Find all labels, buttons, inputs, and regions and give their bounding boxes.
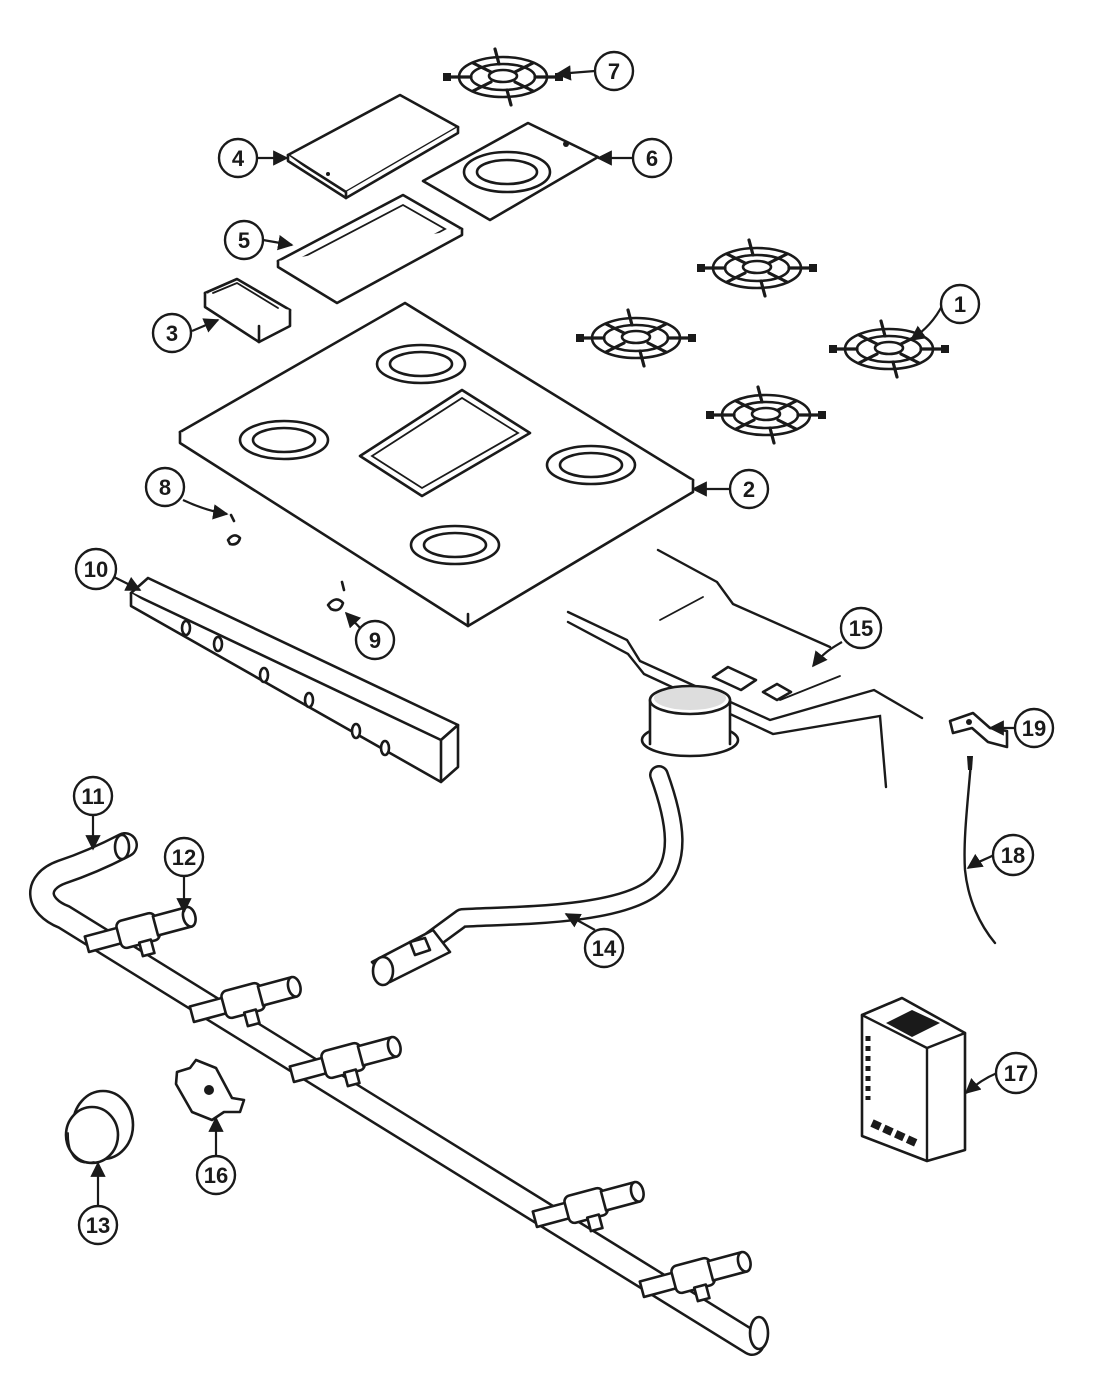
svg-text:14: 14 — [592, 936, 617, 961]
svg-text:19: 19 — [1022, 716, 1046, 741]
callout-12: 12 — [163, 836, 205, 914]
svg-text:2: 2 — [743, 477, 755, 502]
svg-text:1: 1 — [954, 292, 966, 317]
svg-text:12: 12 — [172, 845, 196, 870]
callout-6: 6 — [596, 137, 673, 179]
callout-2: 2 — [691, 468, 770, 510]
callout-7: 7 — [555, 50, 635, 92]
callout-10: 10 — [74, 547, 142, 591]
callout-11: 11 — [72, 775, 114, 851]
part-burner-rail-15 — [566, 548, 924, 789]
callout-15: 15 — [812, 606, 883, 668]
callout-4: 4 — [217, 137, 289, 179]
part-knob-13 — [64, 1089, 135, 1165]
part-wire-18 — [963, 756, 997, 945]
svg-text:10: 10 — [84, 557, 108, 582]
part-clip-8 — [226, 513, 242, 546]
part-valves-12 — [83, 905, 752, 1303]
callout-9: 9 — [344, 611, 396, 661]
callout-14: 14 — [564, 913, 625, 969]
svg-text:6: 6 — [646, 146, 658, 171]
callout-18: 18 — [966, 833, 1035, 877]
callout-8: 8 — [144, 466, 229, 520]
part-grate-7 — [441, 47, 565, 107]
callout-13: 13 — [77, 1161, 119, 1246]
svg-text:3: 3 — [166, 321, 178, 346]
svg-text:4: 4 — [232, 146, 245, 171]
callout-5: 5 — [223, 219, 294, 261]
part-clip-9 — [326, 580, 346, 612]
callout-16: 16 — [195, 1116, 237, 1196]
svg-text:15: 15 — [849, 616, 873, 641]
part-vent-3 — [203, 277, 292, 344]
part-control-panel-10 — [129, 576, 460, 784]
svg-text:16: 16 — [204, 1163, 228, 1188]
part-manifold-11 — [29, 832, 770, 1356]
part-gasket-5 — [276, 193, 464, 305]
svg-text:8: 8 — [159, 475, 171, 500]
svg-text:11: 11 — [81, 784, 104, 809]
part-cooktop-2 — [178, 301, 695, 628]
svg-text:18: 18 — [1001, 843, 1025, 868]
callout-19: 19 — [988, 707, 1055, 749]
part-bracket-19 — [948, 711, 1009, 749]
part-burner-14 — [370, 684, 740, 987]
part-grates-1 — [574, 238, 951, 445]
svg-text:7: 7 — [608, 59, 620, 84]
part-burner-plate-6 — [421, 121, 600, 222]
svg-text:13: 13 — [86, 1213, 110, 1238]
svg-text:5: 5 — [238, 228, 250, 253]
callout-17: 17 — [964, 1051, 1038, 1095]
svg-text:17: 17 — [1004, 1061, 1028, 1086]
svg-text:9: 9 — [369, 628, 381, 653]
callout-3: 3 — [151, 312, 220, 354]
part-module-17 — [860, 996, 967, 1163]
part-plate-16 — [174, 1058, 246, 1122]
callout-1: 1 — [909, 283, 981, 341]
